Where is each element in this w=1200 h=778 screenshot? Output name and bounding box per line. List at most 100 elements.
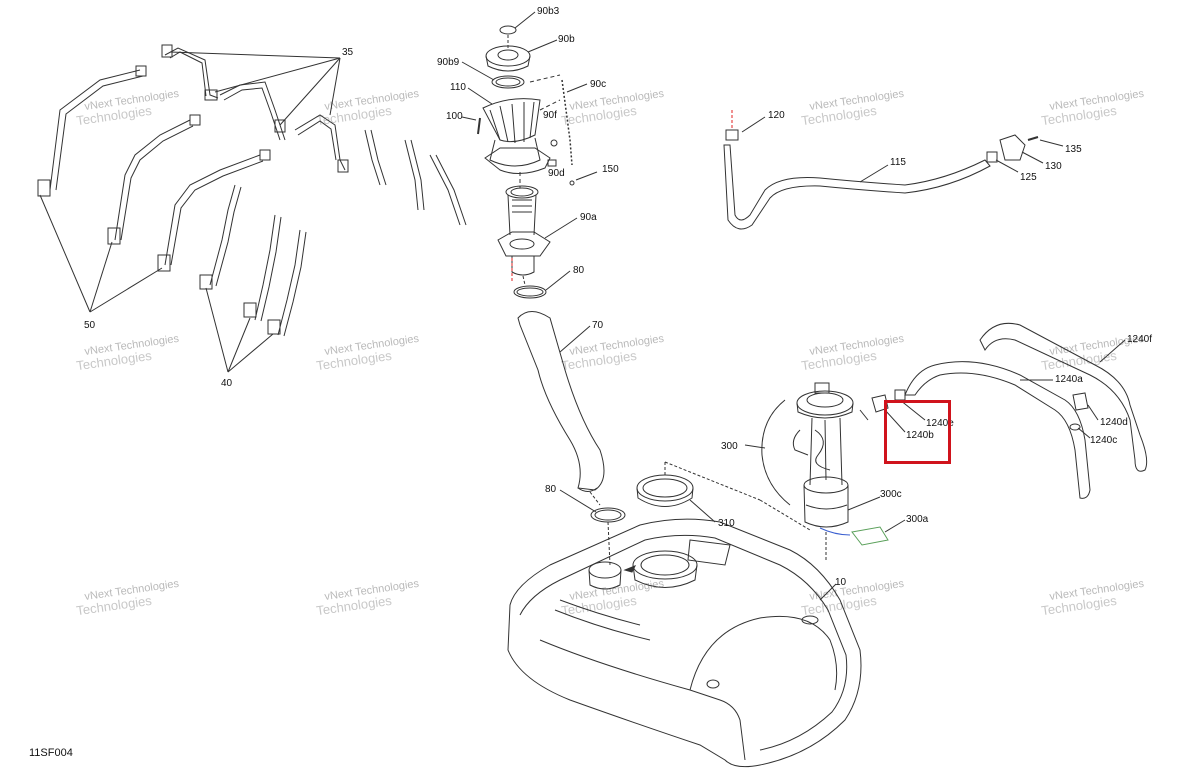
strap-40b <box>254 214 276 321</box>
leader <box>995 159 1019 173</box>
strap-35a-inner <box>169 51 207 97</box>
leader <box>461 116 477 121</box>
sensor-300a <box>851 526 889 546</box>
strap-clip <box>259 149 271 161</box>
strap-35c-inner <box>297 120 337 161</box>
part-80-clamp-bottom-inner <box>594 509 622 521</box>
part-80-clamp-top-inner <box>516 287 544 297</box>
leader <box>1021 151 1044 164</box>
leader <box>1087 404 1099 421</box>
part-90b3-cap-knob <box>499 25 517 35</box>
strap-clip <box>337 159 349 173</box>
strap-clip <box>135 65 147 77</box>
leader-50 <box>89 241 113 313</box>
leader-40 <box>227 333 274 373</box>
part-1240b-connector <box>894 389 906 401</box>
strap-40c <box>277 229 301 336</box>
leader-50 <box>89 267 163 313</box>
callout-90d: 90d <box>548 168 565 179</box>
tank-arrow <box>623 565 637 573</box>
callout-10: 10 <box>835 577 847 588</box>
part-130-valve <box>999 134 1026 161</box>
part-1240d-fitting <box>1072 392 1089 411</box>
callout-1240f: 1240f <box>1127 334 1152 345</box>
tank-boss <box>801 615 819 625</box>
leader-35 <box>329 57 341 116</box>
part-135-screw <box>1027 136 1039 141</box>
part-90b9-gasket-inner <box>495 77 521 87</box>
strap-50b <box>114 119 191 241</box>
strap-40a-inner <box>215 186 242 287</box>
callout-50: 50 <box>84 320 96 331</box>
leader <box>461 61 495 81</box>
leader <box>819 583 837 601</box>
dash-line <box>664 461 761 501</box>
callout-1240b: 1240b <box>906 430 934 441</box>
strap-small-c-inner <box>435 154 467 226</box>
callout-90b9: 90b9 <box>437 57 460 68</box>
part-90b-cap <box>485 45 531 67</box>
part-80-clamp-top <box>513 285 547 299</box>
dash-line <box>522 275 526 286</box>
hose-115-assembly <box>723 110 1064 230</box>
callout-90f: 90f <box>543 110 557 121</box>
leader <box>884 409 906 433</box>
filler-neck-assembly <box>461 11 626 566</box>
strap-40a <box>209 184 236 286</box>
leader-50 <box>39 194 91 313</box>
strap-clip <box>37 179 51 197</box>
callout-130: 130 <box>1045 161 1062 172</box>
leader <box>859 164 889 183</box>
strap-clip <box>189 114 201 126</box>
tank-straps-group <box>37 44 467 373</box>
callout-90a: 90a <box>580 212 597 223</box>
leader <box>899 399 926 421</box>
pump-rods <box>809 417 843 486</box>
leader <box>744 444 766 449</box>
leader <box>741 116 766 133</box>
leader <box>544 217 578 239</box>
leader <box>1099 339 1126 363</box>
strap-50a-inner <box>55 75 144 191</box>
callout-1240a: 1240a <box>1055 374 1083 385</box>
strap-small-a-inner <box>370 129 387 186</box>
ring-side <box>636 487 694 507</box>
callout-125: 125 <box>1020 172 1037 183</box>
leader <box>514 11 536 29</box>
dash-line <box>539 99 561 111</box>
fuel-pump-module-300 <box>744 382 906 562</box>
callout-115: 115 <box>890 157 906 168</box>
callout-110: 110 <box>450 82 466 93</box>
strap-clip <box>274 119 286 133</box>
callout-100: 100 <box>446 111 463 122</box>
callout-80-top: 80 <box>573 265 585 276</box>
callout-1240c: 1240c <box>1090 435 1117 446</box>
selection-highlight-box[interactable] <box>884 400 951 464</box>
callout-300a: 300a <box>906 514 929 525</box>
strap-small-b-inner <box>410 139 425 211</box>
callout-135: 135 <box>1065 144 1082 155</box>
part-310-ring <box>636 461 761 523</box>
callout-300: 300 <box>721 441 738 452</box>
callout-300c: 300c <box>880 489 902 500</box>
part-125-clamp <box>986 151 998 163</box>
dash-line <box>529 74 561 83</box>
leader <box>545 270 571 291</box>
strap-35a <box>164 47 219 99</box>
part-90a-flange <box>497 231 551 257</box>
part-120-fitting <box>725 129 739 141</box>
pump-canister <box>803 484 849 528</box>
leader <box>859 409 869 421</box>
strap-small-b <box>404 139 419 211</box>
part-70-hose <box>517 311 605 491</box>
callout-40: 40 <box>221 378 233 389</box>
dash-line <box>759 499 811 531</box>
dash-line <box>589 491 601 506</box>
leader <box>559 325 591 353</box>
part-90a-flange-hole <box>509 238 535 250</box>
wire-300c <box>819 527 851 536</box>
filler-housing-flange <box>484 147 551 174</box>
leader-40 <box>205 287 229 373</box>
strap-50c <box>164 154 261 266</box>
part-90a-neck-top-inner <box>510 187 534 197</box>
